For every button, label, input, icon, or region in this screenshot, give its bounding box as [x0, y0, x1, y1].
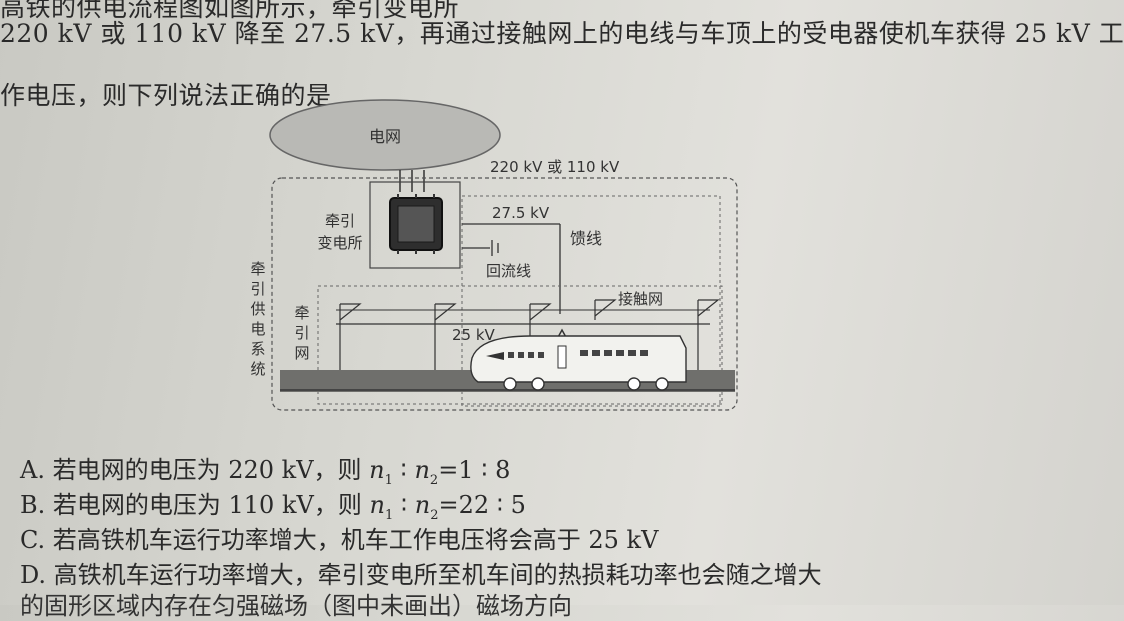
substation-box: [369, 181, 461, 269]
svg-text:供: 供: [250, 300, 265, 318]
traction-net-label: 牵 引 网: [294, 304, 309, 362]
power-grid-ellipse: [269, 99, 501, 171]
train-voltage-label: 25 kV: [452, 326, 496, 344]
option-c: C. 若高铁机车运行功率增大，机车工作电压将会高于 25 kV: [20, 526, 659, 554]
return-line-label: 回流线: [486, 262, 531, 280]
substation-label-line1: 牵引: [325, 212, 355, 230]
feeder-label: 馈线: [570, 229, 602, 248]
supply-system-boundary: [271, 177, 738, 411]
svg-text:引: 引: [294, 324, 309, 342]
question-line-1: 220 kV 或 110 kV 降至 27.5 kV，再通过接触网上的电线与车顶…: [0, 19, 1124, 48]
option-a: A. 若电网的电压为 220 kV，则 n1 ∶ n2=1 ∶ 8: [20, 456, 511, 488]
power-grid-label: 电网: [369, 127, 401, 146]
power-supply-diagram: 电网 220 kV 或 110 kV 牵引 变电所 27.5 kV 馈线 回流线: [250, 99, 738, 411]
svg-text:系: 系: [250, 340, 265, 358]
option-b: B. 若电网的电压为 110 kV，则 n1 ∶ n2=22 ∶ 5: [20, 491, 526, 523]
question-partial-top-line: 高铁的供电流程图如图所示，牵引变电所: [0, 0, 460, 22]
train-icon: [470, 335, 687, 391]
svg-text:牵: 牵: [250, 260, 265, 278]
svg-text:网: 网: [294, 344, 309, 362]
option-d: D. 高铁机车运行功率增大，牵引变电所至机车间的热损耗功率也会随之增大: [20, 561, 822, 589]
svg-text:统: 统: [250, 360, 265, 378]
supply-system-label: 牵 引 供 电 系 统: [250, 260, 265, 378]
contact-net-label: 接触网: [618, 290, 663, 308]
substation-label-line2: 变电所: [317, 234, 362, 252]
svg-text:引: 引: [250, 280, 265, 298]
svg-text:牵: 牵: [294, 304, 309, 322]
grid-voltage-label: 220 kV 或 110 kV: [490, 158, 620, 176]
question-line-2: 作电压，则下列说法正确的是: [0, 81, 332, 110]
question-partial-bottom-line: 的固形区域内存在匀强磁场（图中未画出）磁场方向: [20, 592, 572, 620]
svg-text:电: 电: [250, 320, 265, 338]
traction-net-boundary: [317, 285, 723, 405]
feeder-voltage-label: 27.5 kV: [492, 204, 550, 222]
